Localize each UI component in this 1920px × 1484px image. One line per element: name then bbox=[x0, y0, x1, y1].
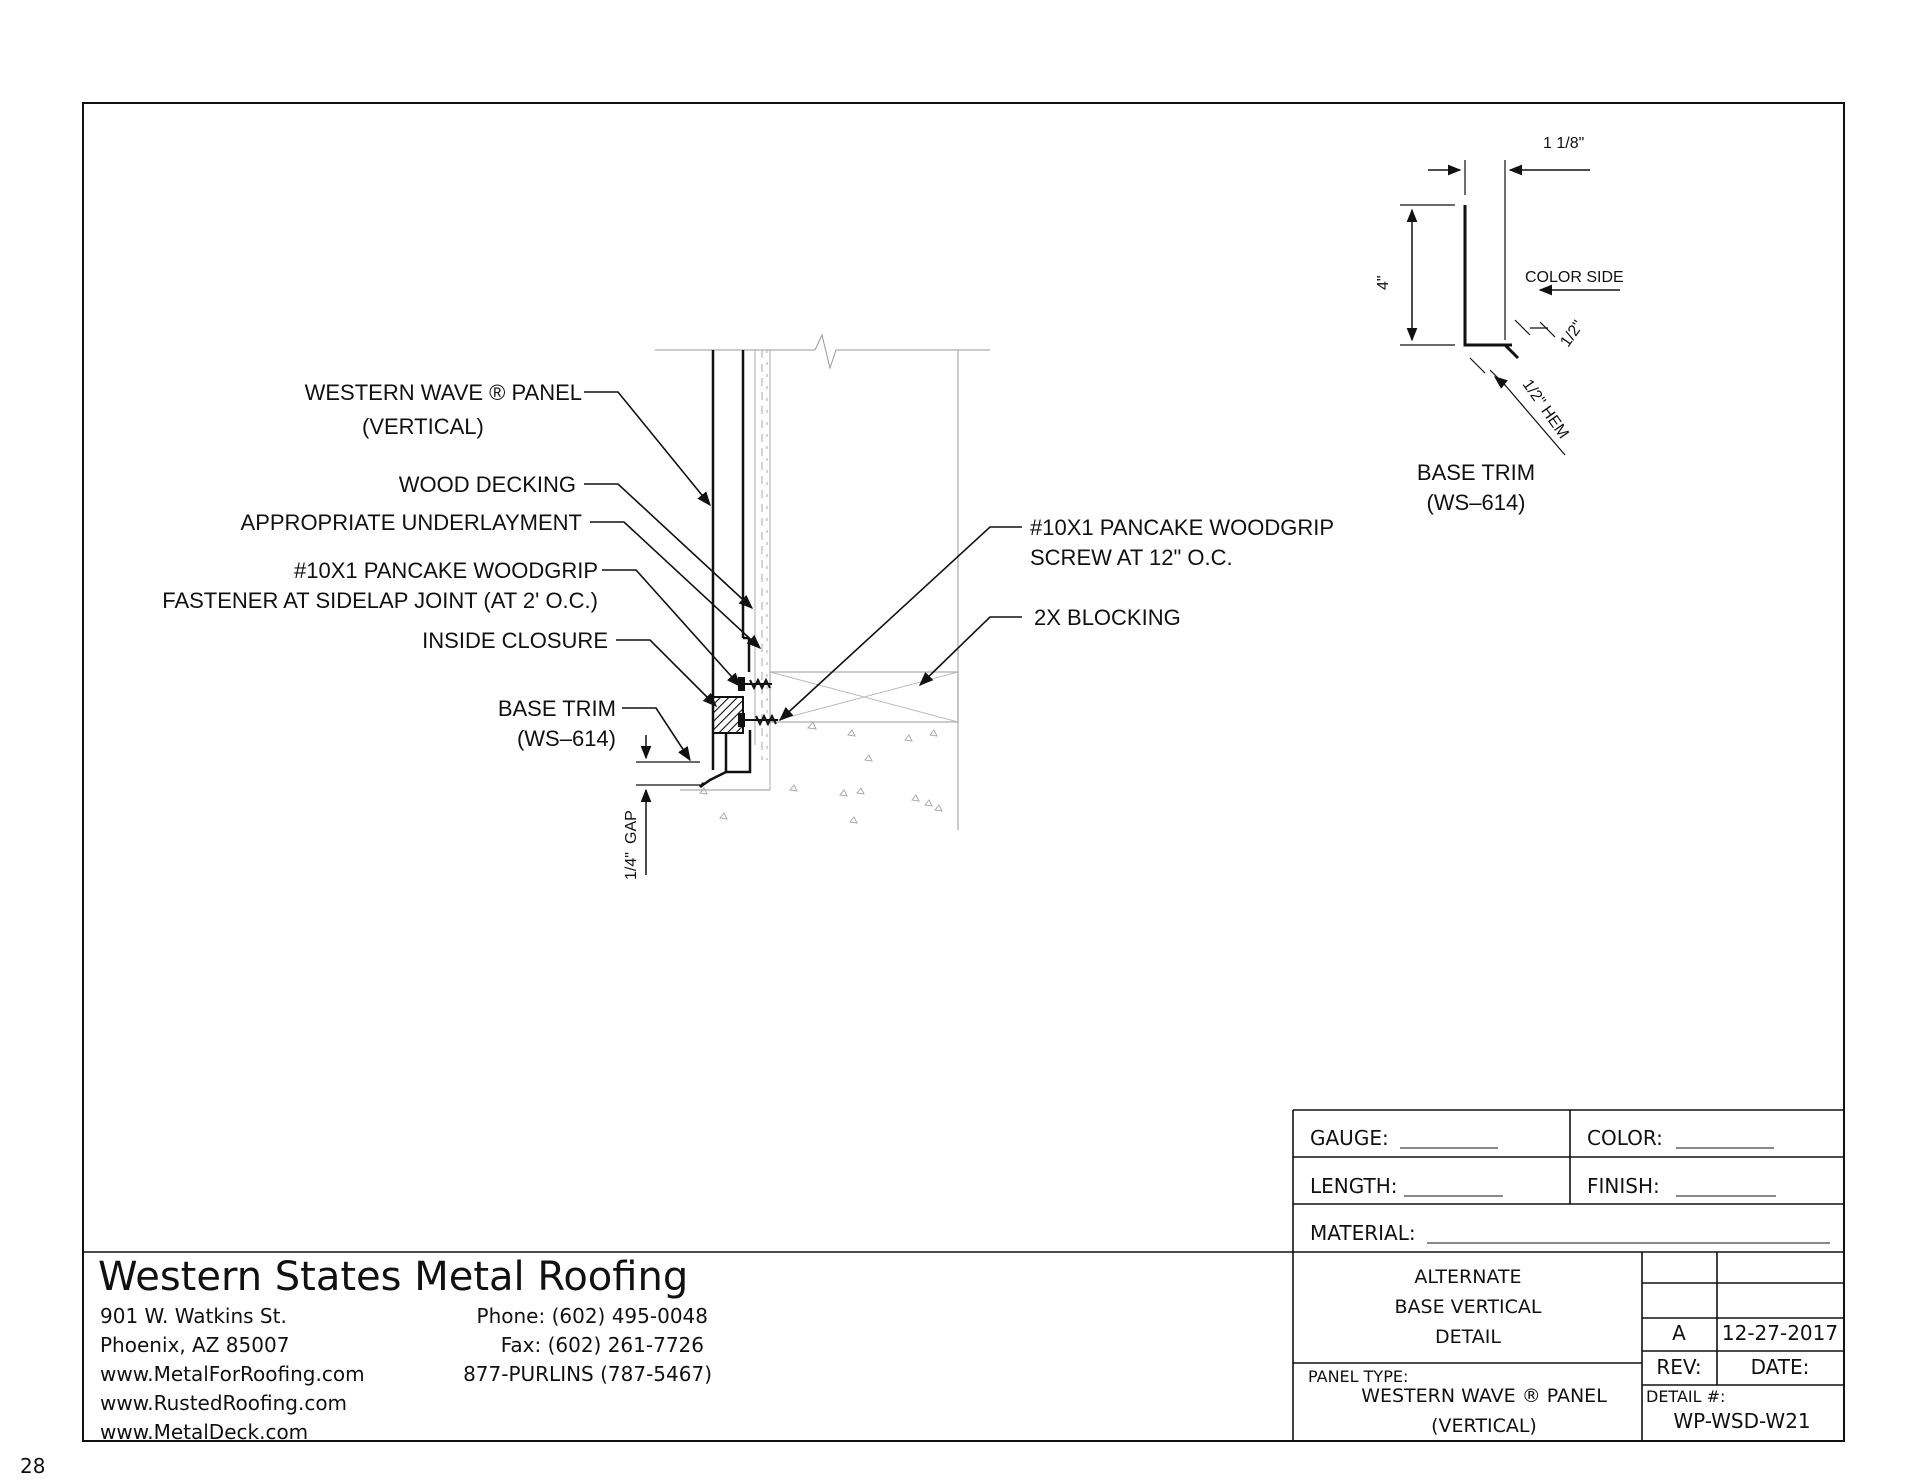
company-address2: Phoenix, AZ 85007 bbox=[100, 1333, 289, 1357]
company-phone: Phone: (602) 495-0048 bbox=[477, 1304, 708, 1328]
label-panel: WESTERN WAVE ® PANEL bbox=[305, 380, 582, 405]
company-address1: 901 W. Watkins St. bbox=[100, 1304, 287, 1328]
date-value: 12-27-2017 bbox=[1722, 1321, 1838, 1345]
panel-type-line1: WESTERN WAVE ® PANEL bbox=[1361, 1385, 1607, 1407]
trim-color-side: COLOR SIDE bbox=[1525, 269, 1624, 286]
company-name: Western States Metal Roofing bbox=[98, 1254, 688, 1300]
label-screw-line1: #10X1 PANCAKE WOODGRIP bbox=[1030, 515, 1334, 540]
label-panel-orientation: (VERTICAL) bbox=[362, 414, 484, 439]
label-underlayment: APPROPRIATE UNDERLAYMENT bbox=[241, 510, 582, 535]
length-label: LENGTH: bbox=[1310, 1174, 1398, 1198]
panel-type-label: PANEL TYPE: bbox=[1308, 1367, 1408, 1386]
detail-no-label: DETAIL #: bbox=[1646, 1387, 1725, 1406]
drawing-border bbox=[82, 102, 1845, 1442]
detail-title-line1: ALTERNATE bbox=[1414, 1266, 1521, 1288]
label-base-trim: BASE TRIM bbox=[498, 696, 616, 721]
date-label: DATE: bbox=[1751, 1355, 1810, 1379]
trim-height-dim: 4" bbox=[1375, 275, 1392, 290]
rev-label: REV: bbox=[1656, 1355, 1701, 1379]
trim-top-dim: 1 1/8" bbox=[1543, 135, 1584, 152]
company-fax: Fax: (602) 261-7726 bbox=[501, 1333, 704, 1357]
label-inside-closure: INSIDE CLOSURE bbox=[422, 628, 608, 653]
detail-no: WP-WSD-W21 bbox=[1673, 1409, 1810, 1433]
label-fastener-line2: FASTENER AT SIDELAP JOINT (AT 2' O.C.) bbox=[162, 588, 598, 613]
section-detail bbox=[584, 333, 1022, 875]
label-screw-line2: SCREW AT 12" O.C. bbox=[1030, 545, 1233, 570]
color-label: COLOR: bbox=[1587, 1126, 1663, 1150]
label-blocking: 2X BLOCKING bbox=[1034, 605, 1181, 630]
page-number: 28 bbox=[20, 1454, 45, 1478]
label-wood-decking: WOOD DECKING bbox=[399, 472, 576, 497]
company-tollfree: 877-PURLINS (787-5467) bbox=[463, 1362, 712, 1386]
title-block bbox=[83, 1109, 1844, 1441]
company-web2: www.RustedRoofing.com bbox=[100, 1391, 347, 1415]
gauge-label: GAUGE: bbox=[1310, 1126, 1389, 1150]
trim-code: (WS–614) bbox=[1426, 490, 1525, 515]
detail-title-line2: BASE VERTICAL bbox=[1394, 1296, 1541, 1318]
label-gap: GAP bbox=[623, 810, 640, 844]
label-fastener-line1: #10X1 PANCAKE WOODGRIP bbox=[294, 558, 598, 583]
trim-title: BASE TRIM bbox=[1417, 460, 1535, 485]
material-label: MATERIAL: bbox=[1310, 1221, 1416, 1245]
label-base-trim-code: (WS–614) bbox=[517, 726, 616, 751]
panel-type-line2: (VERTICAL) bbox=[1431, 1415, 1537, 1437]
company-web1: www.MetalForRoofing.com bbox=[100, 1362, 365, 1386]
label-gap-value: 1/4" bbox=[623, 852, 640, 880]
company-web3: www.MetalDeck.com bbox=[100, 1420, 308, 1444]
trim-profile bbox=[1400, 160, 1620, 456]
finish-label: FINISH: bbox=[1587, 1174, 1660, 1198]
rev-value: A bbox=[1672, 1321, 1686, 1345]
trim-leg-dim: 1/2" bbox=[1557, 318, 1587, 351]
detail-title-line3: DETAIL bbox=[1435, 1326, 1501, 1348]
